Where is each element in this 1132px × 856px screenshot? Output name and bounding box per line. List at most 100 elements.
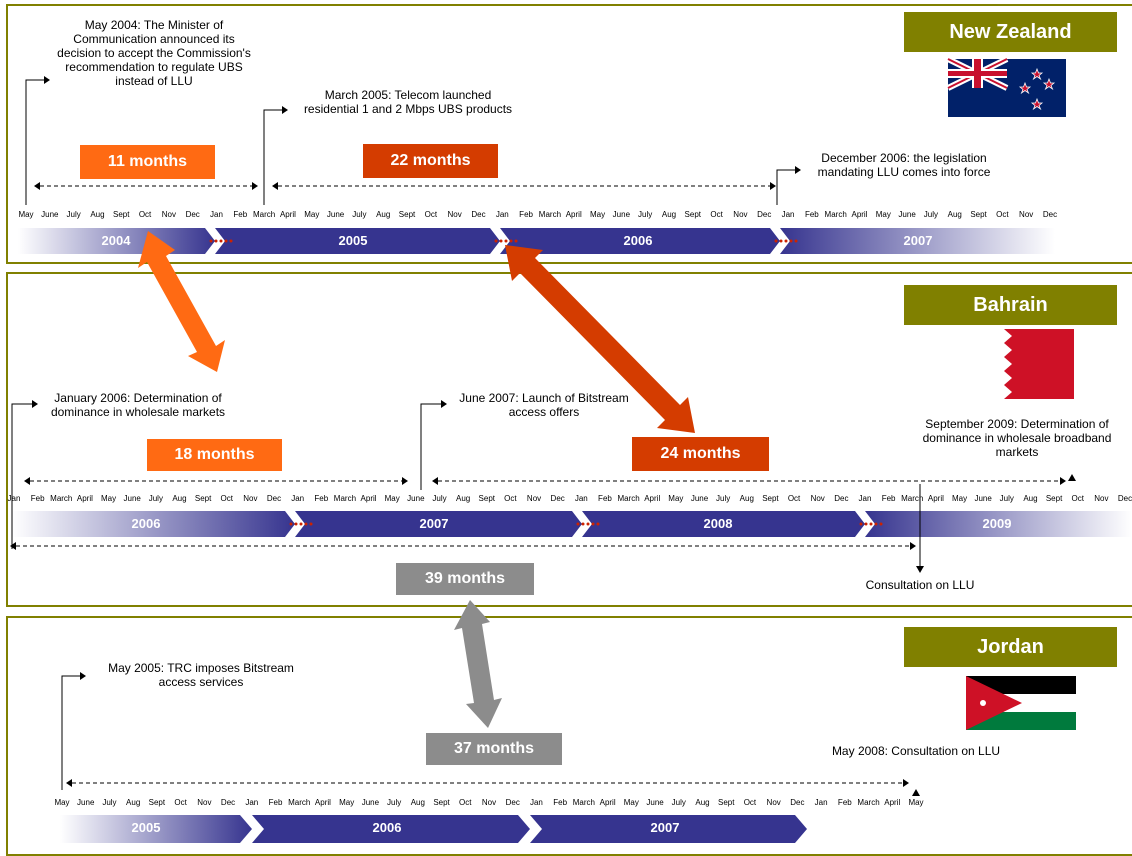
jordan-month-label: March [288, 798, 311, 807]
bahrain-year-bar-2008 [582, 511, 865, 537]
nz-month-label: March [538, 210, 562, 219]
jordan-month-label: Dec [220, 798, 236, 807]
nz-year-label-2004: 2004 [101, 233, 131, 248]
nz-month-label: March [824, 210, 847, 219]
bahrain-month-label: Dec [266, 494, 282, 503]
nz-month-label: Sept [398, 210, 416, 219]
bahrain-month-label: July [999, 494, 1014, 503]
nz-month-label: Aug [661, 210, 677, 219]
jordan-month-label: July [386, 798, 402, 807]
bahrain-month-label: May [951, 494, 968, 503]
bahrain-month-label: Oct [1071, 494, 1084, 503]
bahrain-month-label: Sept [1045, 494, 1063, 503]
jordan-year-bar-2007 [530, 815, 807, 843]
jordan-month-label: June [77, 798, 95, 807]
bahrain-duration-39-months: 39 months [396, 563, 534, 595]
nz-month-label: Jan [781, 210, 795, 219]
bahrain-month-label: Dec [550, 494, 565, 503]
bahrain-month-label: Dec [834, 494, 849, 503]
nz-month-label: April [851, 210, 868, 219]
jordan-month-label: July [671, 798, 686, 807]
jordan-month-label: Nov [197, 798, 212, 807]
nz-year-label-2006: 2006 [623, 233, 653, 248]
bahrain-month-label: Feb [881, 494, 896, 503]
jordan-event-may-2008: May 2008: Consultation on LLU [831, 744, 1001, 758]
bahrain-month-label: May [384, 494, 400, 503]
nz-duration-11-months: 11 months [80, 145, 215, 179]
bahrain-month-label: July [148, 494, 163, 503]
bahrain-month-label: March [333, 494, 357, 503]
bahrain-duration-24-months: 24 months [632, 437, 769, 471]
nz-month-label: May [18, 210, 34, 219]
grey-comparison-arrow [454, 600, 502, 728]
bahrain-month-label: March [617, 494, 640, 503]
bahrain-month-label: Feb [30, 494, 45, 503]
jordan-month-label: April [884, 798, 901, 807]
jordan-month-label: Feb [837, 798, 852, 807]
bahrain-month-label: Jan [858, 494, 872, 503]
jordan-month-label: Sept [148, 798, 166, 807]
nz-month-label: Nov [1019, 210, 1034, 219]
jordan-month-label: Aug [126, 798, 141, 807]
nz-month-label: Jan [210, 210, 223, 219]
nz-month-label: May [304, 210, 320, 219]
nz-month-label: Oct [138, 210, 152, 219]
bahrain-month-label: May [100, 494, 117, 503]
nz-month-label: June [612, 210, 631, 219]
nz-year-bar-2005 [215, 228, 500, 254]
bahrain-month-label: June [123, 494, 141, 503]
nz-month-label: Feb [233, 210, 248, 219]
bahrain-month-label: Oct [220, 494, 233, 503]
bahrain-month-label: March [901, 494, 924, 503]
nz-month-label: Sept [970, 210, 987, 219]
nz-month-label: Oct [996, 210, 1009, 219]
bahrain-month-label: April [927, 494, 944, 503]
bahrain-year-bar-2009 [865, 511, 1132, 537]
jordan-month-label: April [599, 798, 616, 807]
nz-year-bar-2006 [500, 228, 780, 254]
bahrain-month-label: Sept [762, 494, 779, 503]
jordan-title: Jordan [904, 627, 1117, 667]
nz-month-label: Jan [495, 210, 509, 219]
nz-year-bar-2007 [780, 228, 1055, 254]
bahrain-duration-18-months: 18 months [147, 439, 282, 471]
bahrain-month-label: Sept [194, 494, 212, 503]
nz-month-label: June [326, 210, 345, 219]
bahrain-month-label: Oct [504, 494, 517, 503]
nz-month-label: June [41, 210, 59, 219]
bahrain-month-label: Aug [172, 494, 187, 503]
jordan-month-label: Nov [766, 798, 781, 807]
nz-month-label: Aug [376, 210, 391, 219]
jordan-month-label: Jan [529, 798, 543, 807]
nz-month-label: June [898, 210, 916, 219]
nz-month-label: April [565, 210, 582, 219]
nz-month-label: Oct [710, 210, 723, 219]
jordan-month-label: July [102, 798, 117, 807]
jordan-month-label: Sept [433, 798, 450, 807]
orange-comparison-arrow [138, 231, 225, 372]
event-markers [11, 79, 921, 790]
jordan-year-label-2007: 2007 [650, 820, 680, 835]
bahrain-month-label: Aug [456, 494, 471, 503]
jordan-month-label: Aug [410, 798, 425, 807]
bahrain-month-label: July [432, 494, 447, 503]
bahrain-event-jan-2006: January 2006: Determination of dominance… [50, 391, 226, 419]
jordan-year-label-2005: 2005 [131, 820, 161, 835]
nz-month-label: July [923, 210, 939, 219]
nz-month-label: March [253, 210, 276, 219]
nz-month-label: Aug [947, 210, 962, 219]
nz-year-label-2005: 2005 [338, 233, 368, 248]
jordan-month-label: May [54, 798, 70, 807]
darkorange-comparison-arrow [505, 245, 695, 433]
jordan-month-label: April [314, 798, 331, 807]
jordan-month-label: Aug [695, 798, 710, 807]
bahrain-year-label-2006: 2006 [131, 516, 161, 531]
bahrain-month-label: June [974, 494, 992, 503]
year-dots [209, 239, 883, 526]
nz-event-dec-2006: December 2006: the legislation mandating… [817, 151, 991, 179]
bahrain-timeline-bar [12, 511, 1132, 537]
bahrain-month-label: March [50, 494, 73, 503]
jordan-month-label: Oct [743, 798, 757, 807]
nz-marker-march-2005 [263, 109, 282, 205]
